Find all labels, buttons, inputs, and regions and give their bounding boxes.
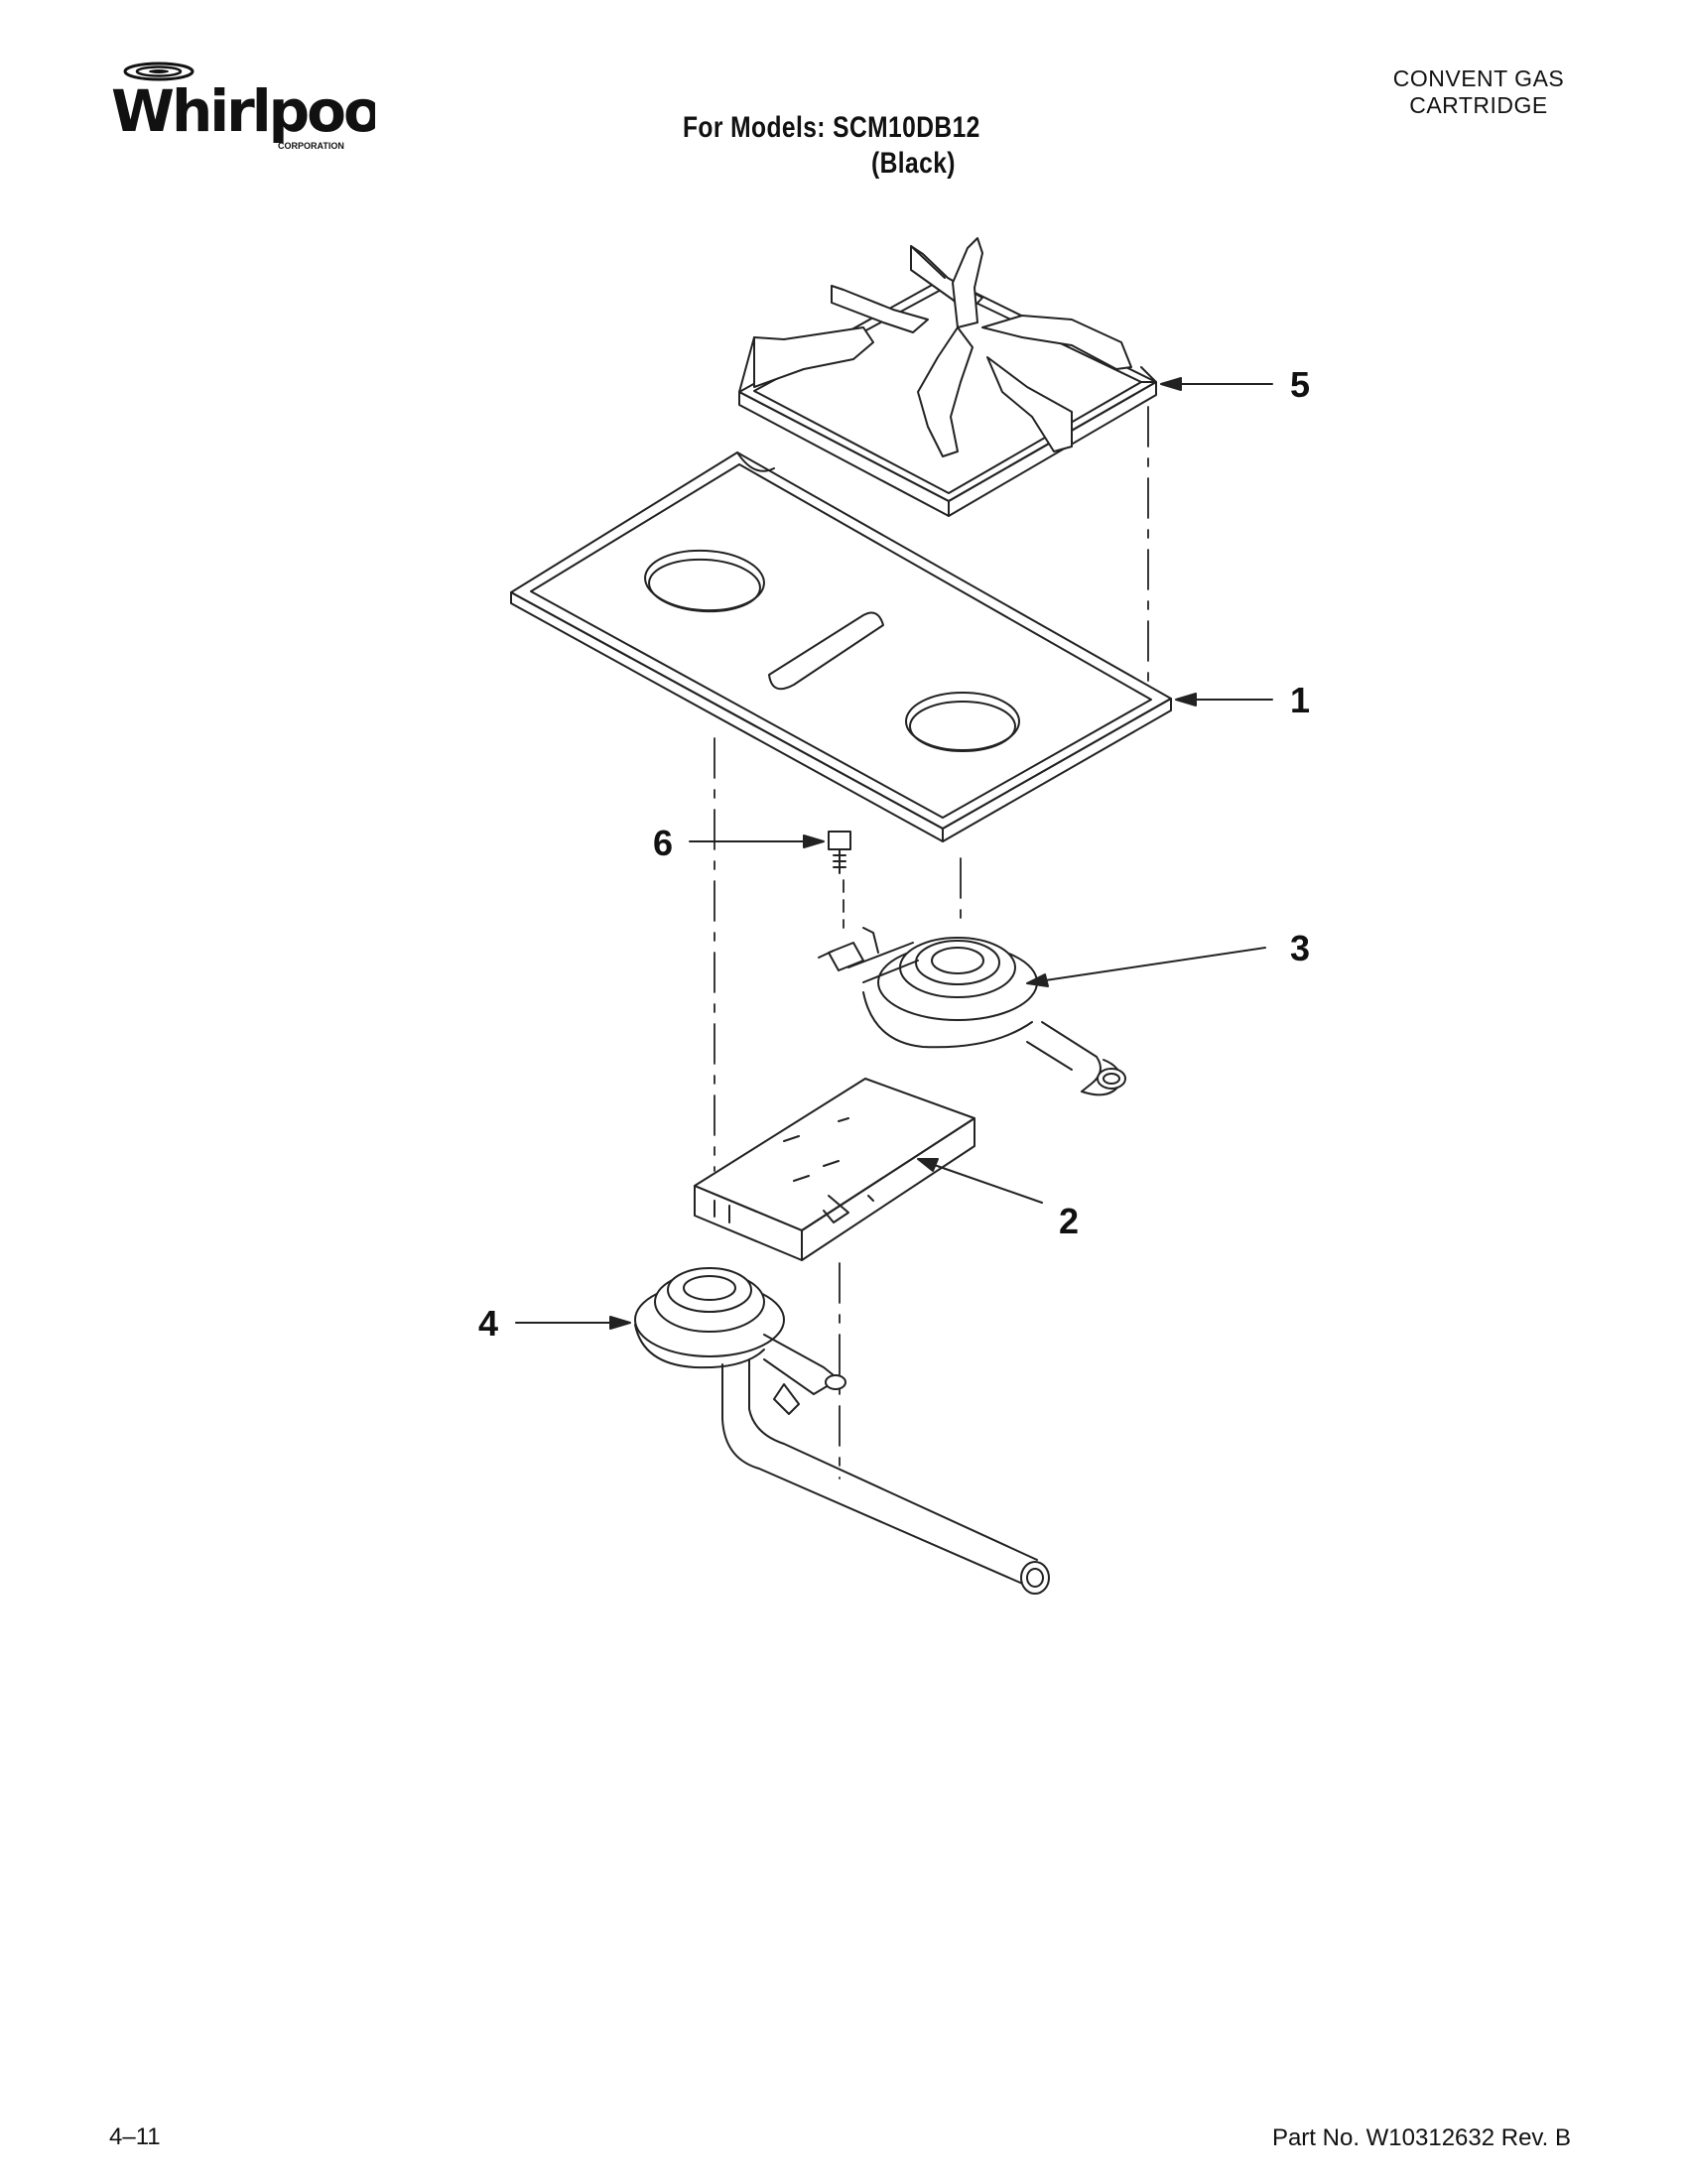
logo-wordmark: Whirlpool [111,77,375,145]
color-heading: (Black) [871,147,956,180]
lower-burner-part [634,1267,1050,1595]
models-heading: For Models: SCM10DB12 [683,111,980,144]
section-title-line2: CARTRIDGE [1409,92,1548,118]
cooktop-pan-part [510,451,1172,842]
burner-bracket-part [694,1078,975,1261]
whirlpool-logo: Whirlpool CORPORATION [107,58,375,167]
callout-6: 6 [653,823,673,863]
callout-5: 5 [1290,364,1310,405]
screw-part [828,831,851,874]
callout-4: 4 [478,1303,498,1344]
part-number: Part No. W10312632 Rev. B [1271,2124,1571,2151]
page-number: 4–11 [109,2123,161,2150]
section-title: CONVENT GAS CARTRIDGE [1369,65,1588,119]
upper-burner-part [818,927,1126,1096]
whirlpool-logo-graphic: Whirlpool CORPORATION [111,62,375,151]
section-title-line1: CONVENT GAS [1392,65,1565,91]
callout-1: 1 [1290,680,1310,720]
callout-leaders [515,377,1273,1330]
callout-3: 3 [1290,928,1310,968]
logo-corporation: CORPORATION [278,141,344,151]
callout-2: 2 [1059,1201,1079,1241]
grate-part [738,237,1157,517]
